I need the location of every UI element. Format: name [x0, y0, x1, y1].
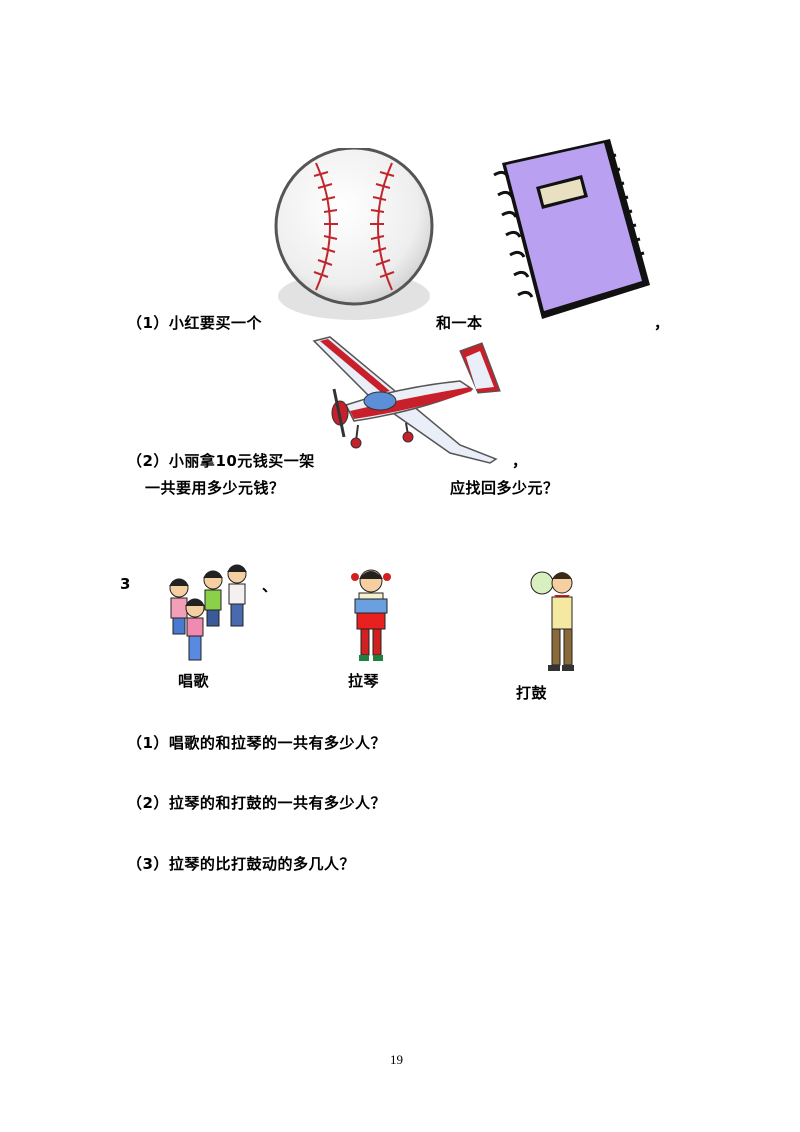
page-number: 19 [390, 1052, 403, 1067]
notebook-picture [493, 139, 650, 319]
q2-line1-prefix: （1）小红要买一个 [127, 314, 262, 332]
q2-line2-prefix: （2）小丽拿10元钱买一架 [127, 452, 315, 470]
drum-boy-picture [530, 571, 574, 671]
q2-line2-end: ， [512, 452, 528, 470]
violin-girl-picture [351, 569, 391, 661]
singing-children-picture [169, 564, 247, 661]
q3-question-3: （3）拉琴的比打鼓动的多几人？ [127, 855, 355, 873]
label-violin: 拉琴 [348, 672, 380, 690]
q2-subquestion-change: 应找回多少元？ [450, 479, 559, 497]
airplane-picture [312, 336, 501, 464]
baseball-picture [274, 148, 434, 320]
q2-line1-mid: 和一本 [436, 314, 483, 332]
q3-question-1: （1）唱歌的和拉琴的一共有多少人？ [127, 734, 386, 752]
q2-line1-end: ， [654, 314, 670, 332]
q3-question-2: （2）拉琴的和打鼓的一共有多少人？ [127, 794, 386, 812]
label-singing: 唱歌 [178, 672, 210, 690]
label-drum: 打鼓 [516, 684, 548, 702]
q2-subquestion-total: 一共要用多少元钱？ [145, 479, 285, 497]
q3-separator: 、 [262, 577, 278, 595]
q3-number: 3 [120, 575, 131, 593]
